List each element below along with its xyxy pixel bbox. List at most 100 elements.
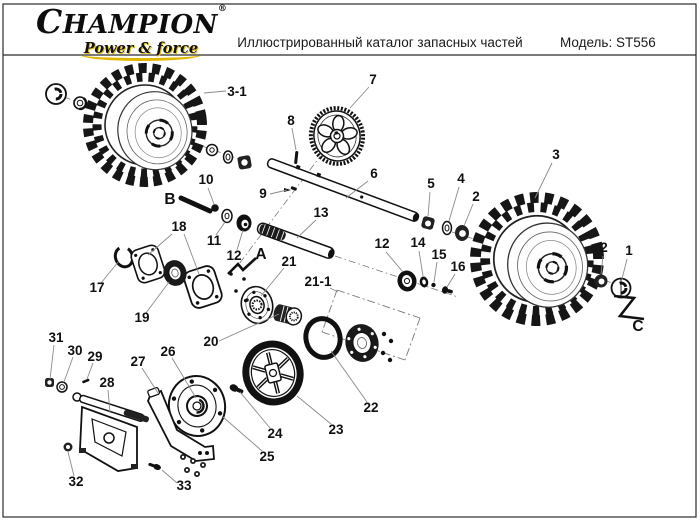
leader-line-7 bbox=[349, 86, 370, 109]
part-callout-28: 28 bbox=[99, 375, 115, 390]
leader-line-31 bbox=[49, 344, 55, 380]
page-border bbox=[2, 3, 697, 518]
nut-2-right bbox=[594, 274, 608, 288]
leader-line-2 bbox=[463, 203, 474, 227]
part-callout-12: 12 bbox=[374, 236, 389, 251]
leader-line-20 bbox=[218, 313, 280, 342]
part-callout-19: 19 bbox=[134, 310, 149, 325]
wheel-right bbox=[467, 189, 606, 328]
part-callout-27: 27 bbox=[130, 354, 145, 369]
part-callout-29: 29 bbox=[87, 349, 102, 364]
leader-line-25 bbox=[222, 416, 263, 452]
part-callout-11: 11 bbox=[207, 233, 222, 248]
axle-hardware-left bbox=[205, 143, 252, 170]
drive-plate-25-26 bbox=[167, 375, 227, 437]
axle-bolt-B bbox=[178, 195, 213, 214]
part-callout-22: 22 bbox=[363, 400, 378, 415]
part-callout-25: 25 bbox=[259, 449, 275, 464]
hex-flange-21 bbox=[240, 285, 274, 325]
leader-line-32 bbox=[67, 451, 75, 477]
bearing-flange-18a bbox=[128, 242, 168, 286]
leader-line-28 bbox=[107, 389, 111, 414]
pin-9-arrow bbox=[284, 188, 291, 192]
part-callout-12: 12 bbox=[226, 248, 241, 263]
leader-line-17 bbox=[100, 260, 120, 284]
leader-line-1 bbox=[621, 258, 628, 280]
fastener-cluster bbox=[180, 454, 206, 477]
bolt-24 bbox=[229, 384, 244, 394]
part-callout-24: 24 bbox=[267, 426, 283, 441]
part-callout-8: 8 bbox=[287, 113, 295, 128]
leader-line-18 bbox=[147, 233, 173, 256]
hub-plate-21-1 bbox=[345, 324, 379, 362]
part-callout-3: 3 bbox=[552, 147, 560, 162]
axle-symbol-A bbox=[227, 257, 257, 275]
leader-line-18 bbox=[183, 233, 200, 275]
leader-line-15 bbox=[433, 261, 438, 283]
part-callout-2: 2 bbox=[472, 189, 480, 204]
page-title: Иллюстрированный каталог запасных частей bbox=[237, 35, 523, 50]
leader-line-9 bbox=[269, 189, 288, 195]
wheel-left bbox=[81, 61, 210, 190]
part-callout-15: 15 bbox=[431, 247, 447, 262]
axle-letter-A: A bbox=[255, 246, 266, 263]
part-callout-33: 33 bbox=[176, 478, 192, 493]
part-callout-14: 14 bbox=[410, 235, 426, 250]
leader-line-24 bbox=[239, 391, 271, 429]
part-callout-9: 9 bbox=[259, 186, 267, 201]
leader-line-21 bbox=[260, 267, 285, 297]
bolts-near-21 bbox=[229, 272, 249, 302]
leader-line-10 bbox=[207, 187, 215, 205]
model-label: Модель: ST556 bbox=[560, 35, 656, 50]
part-callout-10: 10 bbox=[198, 172, 213, 187]
friction-ring-22 bbox=[303, 316, 343, 360]
leader-line-26 bbox=[171, 357, 197, 399]
leader-line-3-1 bbox=[203, 90, 227, 94]
leader-line-23 bbox=[296, 395, 332, 425]
axle-letter-B: B bbox=[164, 191, 175, 208]
part-callout-4: 4 bbox=[457, 171, 465, 186]
nut-32 bbox=[63, 442, 73, 452]
leader-line-33 bbox=[161, 469, 178, 484]
axle-shaft-6 bbox=[266, 158, 420, 222]
part-callout-16: 16 bbox=[450, 259, 466, 274]
leader-line-6 bbox=[345, 180, 369, 199]
leader-line-22 bbox=[330, 350, 368, 403]
leader-line-12 bbox=[236, 229, 244, 251]
leader-line-14 bbox=[418, 250, 424, 277]
shear-pin-8 bbox=[294, 151, 299, 165]
leader-line-21-1 bbox=[329, 287, 339, 293]
axle-symbol-C bbox=[613, 294, 645, 321]
part-callout-32: 32 bbox=[68, 474, 83, 489]
axle-hardware-B bbox=[211, 204, 252, 232]
bolts-near-21-1 bbox=[380, 331, 394, 363]
logo-tagline: Power & force bbox=[80, 40, 202, 61]
leader-line-30 bbox=[63, 356, 74, 383]
axle-letter-C: C bbox=[632, 318, 643, 335]
part-callout-7: 7 bbox=[369, 72, 377, 87]
leader-line-3 bbox=[534, 162, 553, 199]
part-callout-21-1: 21-1 bbox=[304, 274, 332, 289]
axle-hardware-right bbox=[421, 216, 469, 241]
leader-line-8 bbox=[291, 127, 297, 151]
hub-cap-left bbox=[45, 83, 67, 105]
logo-wordmark: CHAMPION® bbox=[36, 2, 228, 41]
pivot-bracket-28 bbox=[72, 392, 150, 472]
leader-line-11 bbox=[215, 221, 226, 236]
washer-14 bbox=[419, 276, 429, 288]
leader-line-5 bbox=[427, 191, 431, 217]
part-callout-30: 30 bbox=[67, 343, 82, 358]
leader-line-4 bbox=[448, 186, 460, 222]
part-callout-31: 31 bbox=[48, 330, 64, 345]
leader-line-29 bbox=[86, 362, 94, 380]
leader-line-16 bbox=[446, 273, 456, 288]
part-callout-1: 1 bbox=[625, 243, 633, 258]
leader-line-2 bbox=[600, 255, 604, 275]
bolt-16 bbox=[441, 286, 453, 294]
bolt-33 bbox=[148, 462, 161, 470]
bushing-left bbox=[72, 95, 88, 111]
friction-wheel-23 bbox=[242, 340, 304, 406]
leader-line-27 bbox=[141, 367, 159, 394]
splined-hub-20 bbox=[273, 304, 303, 326]
